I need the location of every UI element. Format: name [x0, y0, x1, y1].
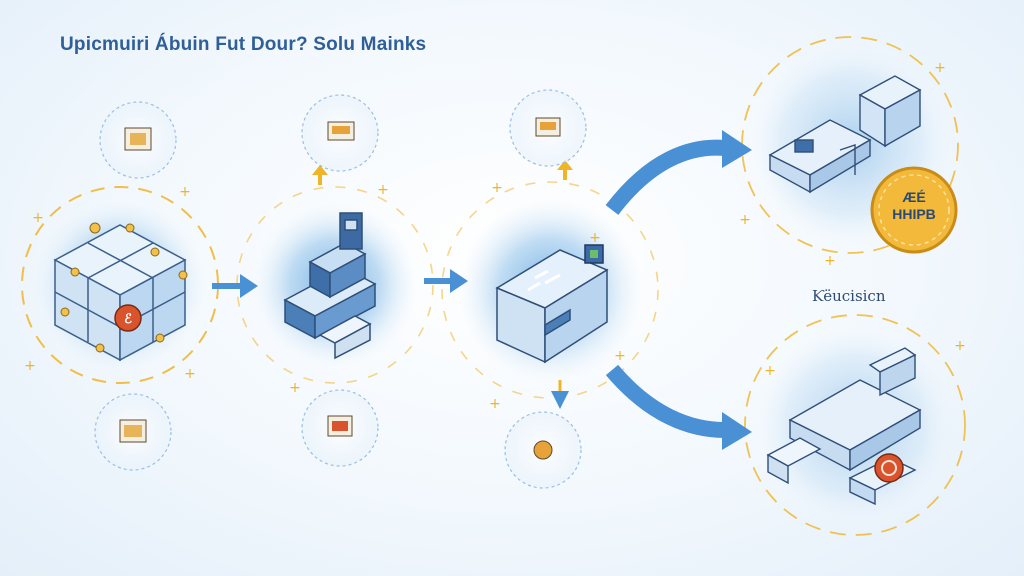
- device-box-icon: [495, 244, 609, 364]
- arrow-2: [424, 269, 468, 293]
- gear-cluster-icon: [535, 117, 561, 137]
- diagram-title: Upicmuiri Ábuin Fut Dour? Solu Mainks: [60, 34, 427, 55]
- arrow-1: [212, 274, 258, 298]
- node-device: [441, 181, 659, 409]
- arrow-4: [605, 364, 752, 450]
- satellite-6: [504, 411, 582, 489]
- gear-cluster-icon: [327, 121, 355, 141]
- gear-cluster-icon: [327, 415, 353, 437]
- small-arrow-up-1: [312, 165, 328, 185]
- svg-text:+: +: [934, 60, 946, 76]
- node-factory: [744, 314, 966, 536]
- satellite-1: [99, 101, 177, 179]
- badge-label: ÆÉ HHIPB: [874, 189, 954, 223]
- sparkles: + + + + + + + + + + + + + + +: [24, 60, 966, 412]
- arrow-3: [605, 130, 752, 215]
- svg-text:+: +: [614, 348, 626, 364]
- svg-text:+: +: [739, 212, 751, 228]
- svg-text:+: +: [32, 210, 44, 226]
- svg-text:+: +: [491, 180, 503, 196]
- satellite-4: [94, 393, 172, 471]
- badge-line-2: HHIPB: [892, 206, 936, 222]
- satellite-2: [301, 94, 379, 172]
- node-cube: ℰ: [21, 186, 219, 384]
- svg-text:+: +: [764, 363, 776, 379]
- factory-icon: [766, 347, 922, 506]
- svg-text:+: +: [289, 380, 301, 396]
- badge: [870, 166, 958, 254]
- machine-icon: [283, 212, 377, 360]
- badge-line-1: ÆÉ: [902, 189, 926, 205]
- svg-text:+: +: [184, 366, 196, 382]
- gear-cluster-icon: [119, 419, 147, 443]
- svg-text:+: +: [24, 358, 36, 374]
- svg-text:+: +: [489, 396, 501, 412]
- svg-text:+: +: [589, 230, 601, 246]
- svg-text:ℰ: ℰ: [124, 312, 132, 327]
- gear-cluster-icon: [533, 440, 553, 460]
- svg-text:+: +: [377, 182, 389, 198]
- svg-text:+: +: [179, 184, 191, 200]
- side-label: Ƙëucisicn: [812, 287, 886, 305]
- node-machine: [236, 186, 434, 384]
- satellite-3: [509, 89, 587, 167]
- small-arrow-up-2: [557, 160, 573, 180]
- workstation-icon: [768, 75, 922, 194]
- gear-cluster-icon: [124, 127, 152, 151]
- satellite-5: [301, 389, 379, 467]
- svg-text:+: +: [824, 253, 836, 269]
- svg-text:+: +: [954, 338, 966, 354]
